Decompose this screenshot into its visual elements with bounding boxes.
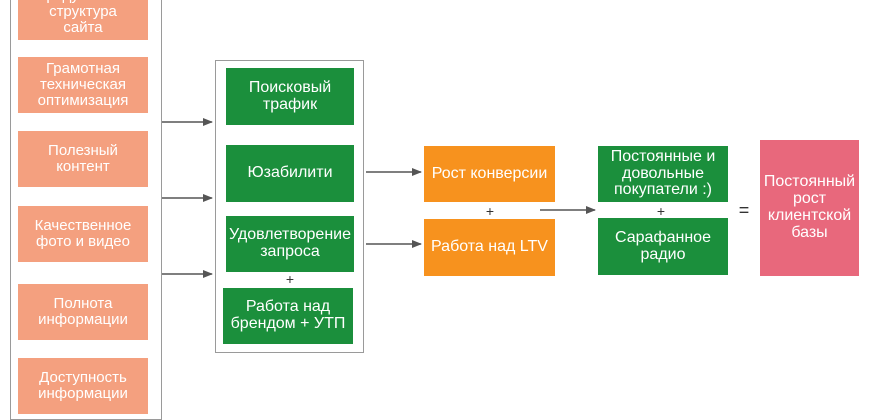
factor-site-structure: Продуманная структура сайта (18, 0, 148, 40)
equals-sign: = (738, 200, 750, 220)
usability-box: Юзабилити (226, 145, 354, 202)
conversion-growth-box: Рост конверсии (424, 146, 555, 202)
ltv-work-box: Работа над LTV (424, 219, 555, 276)
search-traffic-box: Поисковый трафик (226, 68, 354, 125)
arrows-layer (162, 118, 596, 278)
loyal-customers-box: Постоянные и довольные покупатели :) (598, 146, 728, 202)
factor-completeness: Полнота информации (18, 284, 148, 340)
results-plus: + (485, 203, 495, 219)
factor-quality-media: Качественное фото и видео (18, 206, 148, 262)
factor-useful-content: Полезный контент (18, 131, 148, 187)
factor-technical-optimization: Грамотная техническая оптимизация (18, 57, 148, 113)
channels-plus: + (285, 271, 295, 287)
brand-work-box: Работа над брендом + УТП (223, 288, 353, 344)
query-satisfaction-box: Удовлетворение запроса (226, 216, 354, 272)
outcome-box: Постоянный рост клиентской базы (760, 140, 859, 276)
channels-frame (215, 60, 364, 353)
word-of-mouth-box: Сарафанное радио (598, 218, 728, 275)
customers-plus: + (656, 203, 666, 219)
